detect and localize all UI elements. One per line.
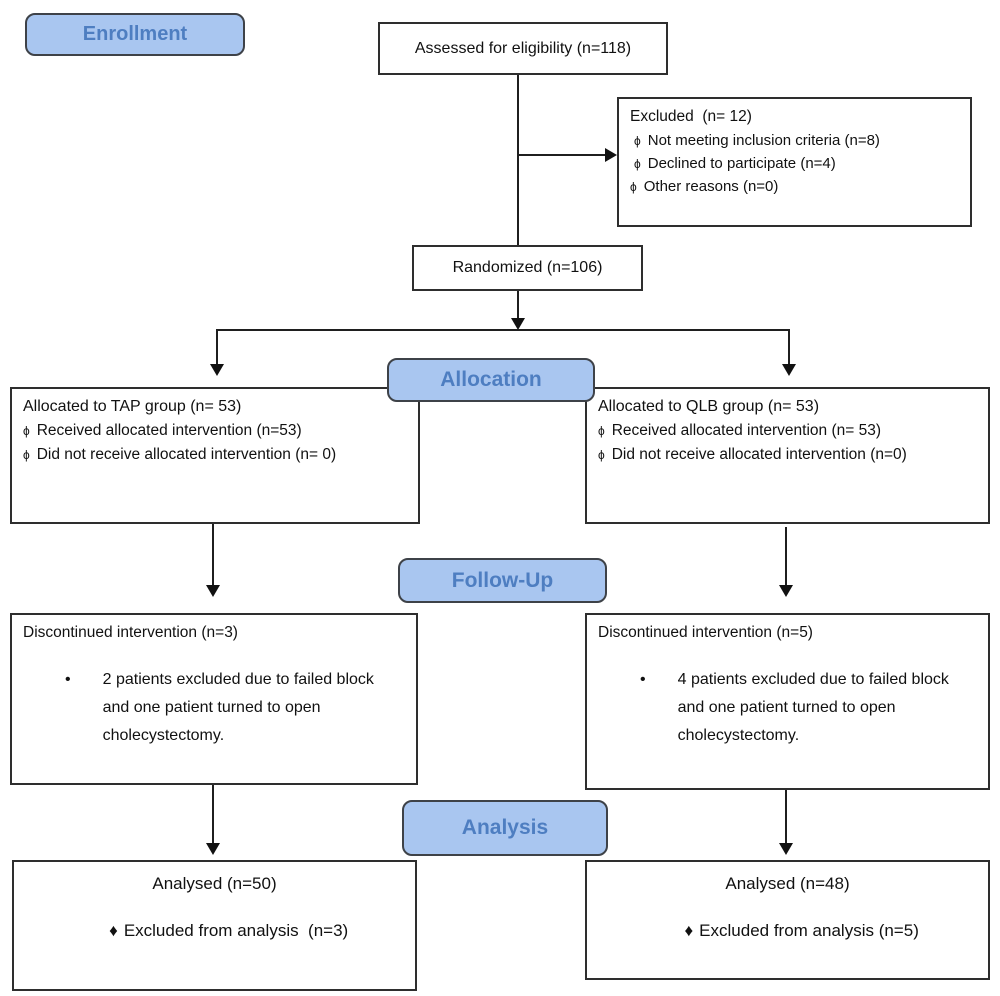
analysis-tap-box: Analysed (n=50) ♦ Excluded from analysis …	[12, 860, 417, 991]
phi-bullet-icon: ϕ	[23, 448, 30, 462]
allocation-qlb-box: Allocated to QLB group (n= 53) ϕ Receive…	[585, 387, 990, 524]
connector-followup-analysis-right	[785, 790, 787, 845]
followup-tap-box: Discontinued intervention (n=3) • 2 pati…	[10, 613, 418, 785]
connector-alloc-followup-left	[212, 524, 214, 587]
excluded-item: Not meeting inclusion criteria (n=8)	[647, 132, 880, 149]
arrowhead-down-followup-right-icon	[779, 585, 793, 597]
excluded-item: Declined to participate (n=4)	[647, 155, 836, 172]
branch-line	[216, 329, 790, 331]
followup-qlb-title: Discontinued intervention (n=5)	[598, 624, 813, 641]
arrowhead-right-excluded-icon	[605, 148, 617, 162]
excluded-title: Excluded (n= 12)	[630, 108, 752, 125]
arrowhead-down-analysis-right-icon	[779, 843, 793, 855]
dot-bullet-icon: •	[640, 671, 646, 688]
phi-bullet-icon: ϕ	[598, 448, 605, 462]
analysis-qlb-line1: Analysed (n=48)	[725, 874, 850, 893]
allocation-stage-label: Allocation	[440, 368, 542, 391]
allocation-tap-box: Allocated to TAP group (n= 53) ϕ Receive…	[10, 387, 420, 524]
phi-bullet-icon: ϕ	[634, 157, 641, 171]
arrowhead-down-alloc-right-icon	[782, 364, 796, 376]
connector-branch-alloc-left	[216, 329, 218, 367]
analysis-stage-badge: Analysis	[402, 800, 608, 856]
enrollment-stage-label: Enrollment	[82, 23, 188, 45]
followup-stage-badge: Follow-Up	[398, 558, 607, 603]
allocation-qlb-item: Received allocated intervention (n= 53)	[611, 422, 881, 439]
phi-bullet-icon: ϕ	[630, 180, 637, 194]
followup-tap-detail: 2 patients excluded due to failed block …	[102, 671, 374, 744]
analysis-stage-label: Analysis	[461, 816, 549, 839]
diamond-bullet-icon: ♦	[684, 921, 694, 940]
connector-alloc-followup-right	[785, 527, 787, 587]
enrollment-stage-badge: Enrollment	[25, 13, 245, 56]
analysis-qlb-line2: Excluded from analysis (n=5)	[699, 921, 919, 940]
randomized-text: Randomized (n=106)	[452, 259, 603, 276]
arrowhead-down-branch-icon	[511, 318, 525, 330]
dot-bullet-icon: •	[65, 671, 71, 688]
allocation-qlb-item: Did not receive allocated intervention (…	[611, 446, 907, 463]
randomized-box: Randomized (n=106)	[412, 245, 643, 291]
analysis-tap-line1: Analysed (n=50)	[152, 874, 277, 893]
assessed-eligibility-box: Assessed for eligibility (n=118)	[378, 22, 668, 75]
connector-randomized-branch	[517, 291, 519, 320]
excluded-item: Other reasons (n=0)	[643, 178, 779, 195]
connector-branch-alloc-right	[788, 329, 790, 367]
arrowhead-down-analysis-left-icon	[206, 843, 220, 855]
connector-excluded-line	[519, 154, 607, 156]
analysis-tap-line2: Excluded from analysis (n=3)	[123, 921, 349, 940]
connector-followup-analysis-left	[212, 785, 214, 845]
phi-bullet-icon: ϕ	[598, 424, 605, 438]
diamond-bullet-icon: ♦	[109, 921, 118, 940]
analysis-qlb-box: Analysed (n=48) ♦ Excluded from analysis …	[585, 860, 990, 980]
allocation-qlb-title: Allocated to QLB group (n= 53)	[598, 398, 820, 415]
arrowhead-down-followup-left-icon	[206, 585, 220, 597]
phi-bullet-icon: ϕ	[634, 134, 641, 148]
followup-stage-label: Follow-Up	[451, 568, 554, 592]
followup-tap-title: Discontinued intervention (n=3)	[23, 624, 238, 641]
allocation-tap-title: Allocated to TAP group (n= 53)	[23, 398, 242, 415]
allocation-tap-item: Did not receive allocated intervention (…	[36, 446, 337, 463]
excluded-box: Excluded (n= 12) ϕ Not meeting inclusion…	[617, 97, 972, 227]
allocation-stage-badge: Allocation	[387, 358, 595, 402]
phi-bullet-icon: ϕ	[23, 424, 30, 438]
arrowhead-down-alloc-left-icon	[210, 364, 224, 376]
followup-qlb-detail: 4 patients excluded due to failed block …	[677, 671, 949, 744]
assessed-eligibility-text: Assessed for eligibility (n=118)	[414, 39, 632, 57]
connector-assessed-randomized	[517, 75, 519, 245]
followup-qlb-box: Discontinued intervention (n=5) • 4 pati…	[585, 613, 990, 790]
allocation-tap-item: Received allocated intervention (n=53)	[36, 422, 302, 439]
